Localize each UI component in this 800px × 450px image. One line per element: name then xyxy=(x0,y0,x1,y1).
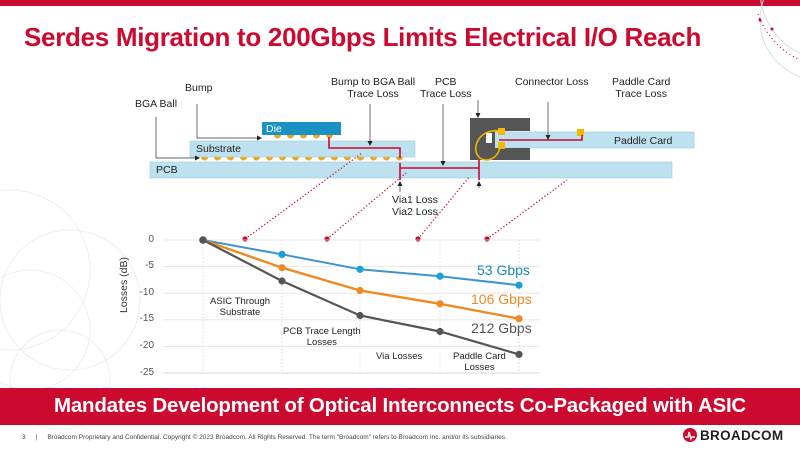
label-bga-ball: BGA Ball xyxy=(135,98,178,110)
y-axis-label: Losses (dB) xyxy=(118,256,130,313)
y-tick-20: -20 xyxy=(139,340,154,351)
series-label-106gbps: 106 Gbps xyxy=(471,291,532,307)
top-accent-bar xyxy=(0,0,800,6)
y-tick-5: -5 xyxy=(145,260,154,271)
annotation-asic-through-substrate: ASIC Through Substrate xyxy=(210,296,271,318)
annotation-pcb-trace-length-losses: PCB Trace Length Losses xyxy=(283,326,361,348)
label-substrate: Substrate xyxy=(196,143,241,155)
y-tick-0: 0 xyxy=(148,234,154,245)
label-bump: Bump xyxy=(185,82,213,94)
label-paddle-card-trace-loss: Paddle Card Trace Loss xyxy=(612,76,671,100)
y-tick-15: -15 xyxy=(139,313,154,324)
series-label-212gbps: 212 Gbps xyxy=(471,320,532,336)
conclusion-banner-text: Mandates Development of Optical Intercon… xyxy=(53,394,747,417)
footer: 3 | Broadcom Proprietary and Confidential.… xyxy=(22,434,507,441)
label-via-losses: Via1 Loss Via2 Loss xyxy=(392,194,438,218)
conclusion-banner xyxy=(0,388,800,425)
label-paddle-card: Paddle Card xyxy=(614,135,673,147)
footer-separator: | xyxy=(35,434,38,441)
label-bump-to-bga-trace-loss: Bump to BGA Ball Trace Loss xyxy=(331,76,416,100)
broadcom-pulse-icon xyxy=(683,428,697,442)
label-pcb-trace-loss: PCB Trace Loss xyxy=(420,76,472,100)
label-pcb: PCB xyxy=(156,164,178,176)
annotation-via-losses: Via Losses xyxy=(376,351,423,362)
y-tick-10: -10 xyxy=(139,287,154,298)
series-label-53gbps: 53 Gbps xyxy=(477,262,530,278)
footer-legal-text: Broadcom Proprietary and Confidential. C… xyxy=(47,434,507,441)
page-number: 3 xyxy=(22,434,26,441)
slide-title: Serdes Migration to 200Gbps Limits Elect… xyxy=(24,22,702,52)
annotation-paddle-card-losses: Paddle Card Losses xyxy=(453,351,506,373)
label-connector-loss: Connector Loss xyxy=(515,76,589,88)
broadcom-logo: BROADCOM xyxy=(683,427,783,443)
y-tick-25: -25 xyxy=(139,367,154,378)
label-die: Die xyxy=(266,123,282,135)
